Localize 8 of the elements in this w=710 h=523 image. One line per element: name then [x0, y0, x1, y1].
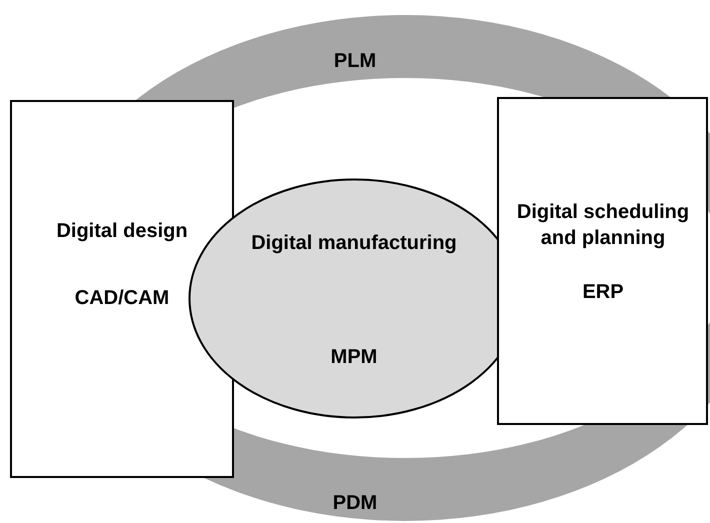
box-subtitle: ERP [581, 280, 625, 305]
band-label: PLM [332, 49, 378, 74]
box-title: Digital design [55, 219, 189, 244]
box-title: Digital scheduling and planning [516, 200, 690, 251]
ellipse-subtitle: MPM [330, 345, 378, 370]
box-subtitle: CAD/CAM [74, 286, 170, 311]
ellipse-title: Digital manufacturing [250, 231, 458, 256]
band-label: PDM [332, 491, 378, 516]
